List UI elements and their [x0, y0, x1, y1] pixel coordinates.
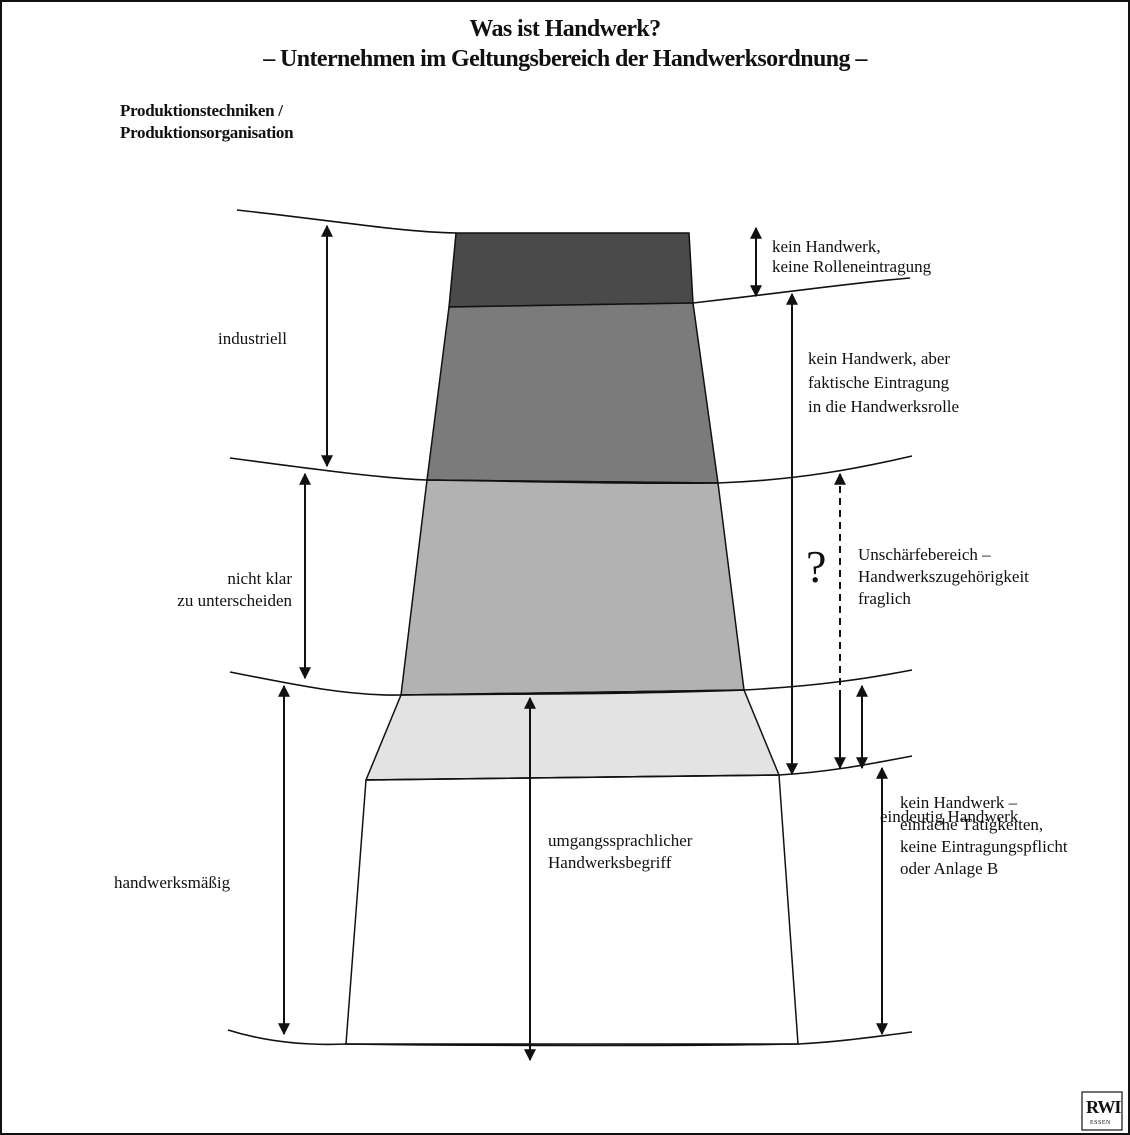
- label-unschaerfebereich: Unschärfebereich –: [858, 545, 991, 564]
- title-line-1: Was ist Handwerk?: [469, 16, 661, 42]
- band-unschaerfebereich: [400, 479, 745, 696]
- rwi-logo: RWI: [1086, 1097, 1121, 1117]
- label-kein-handwerk-einfach: kein Handwerk –: [900, 793, 1018, 812]
- band-einfache-taetigkeiten: [345, 774, 799, 1045]
- label-keine-rolleneintragung: keine Rolleneintragung: [772, 257, 932, 276]
- band-eindeutig-handwerk: [364, 689, 781, 781]
- axis-label-line-2: Produktionsorganisation: [120, 123, 294, 142]
- label-faktische-eintragung: faktische Eintragung: [808, 373, 950, 392]
- label-handwerksmaessig: handwerksmäßig: [114, 873, 231, 892]
- band-kein-handwerk: [448, 232, 694, 308]
- label-umgangssprachlicher: umgangssprachlicher: [548, 831, 693, 850]
- level-line-3: [229, 669, 913, 696]
- title-line-2: – Unternehmen im Geltungsbereich der Han…: [263, 46, 867, 72]
- label-handwerkszugehoerigkeit: Handwerkszugehörigkeit: [858, 567, 1029, 586]
- label-kein-handwerk-1: kein Handwerk,: [772, 237, 881, 256]
- label-oder-anlage-b: oder Anlage B: [900, 859, 999, 878]
- label-handwerksbegriff: Handwerksbegriff: [548, 853, 672, 872]
- label-keine-eintragungspflicht: keine Eintragungspflicht: [900, 837, 1068, 856]
- label-nicht-klar: nicht klar: [227, 569, 292, 588]
- label-industriell: industriell: [218, 329, 287, 348]
- logo-box: [1081, 1091, 1123, 1131]
- axis-label-line-1: Produktionstechniken /: [120, 101, 283, 120]
- label-in-die-handwerksrolle: in die Handwerksrolle: [808, 397, 960, 416]
- question-mark: ?: [806, 541, 827, 592]
- label-fraglich: fraglich: [858, 589, 911, 608]
- level-line-1-right: [692, 277, 911, 304]
- label-kein-handwerk-aber: kein Handwerk, aber: [808, 349, 951, 368]
- level-line-5: [227, 1029, 913, 1047]
- rwi-logo-sub: ESSEN: [1090, 1120, 1111, 1126]
- label-eindeutig-handwerk: eindeutig Handwerk: [880, 807, 1019, 826]
- label-einfache-taetigkeiten: einfache Tätigkeiten,: [900, 815, 1044, 834]
- label-zu-unterscheiden: zu unterscheiden: [177, 591, 292, 610]
- level-line-1: [236, 209, 457, 234]
- band-faktische-eintragung: [426, 302, 719, 484]
- level-line-2: [229, 455, 913, 485]
